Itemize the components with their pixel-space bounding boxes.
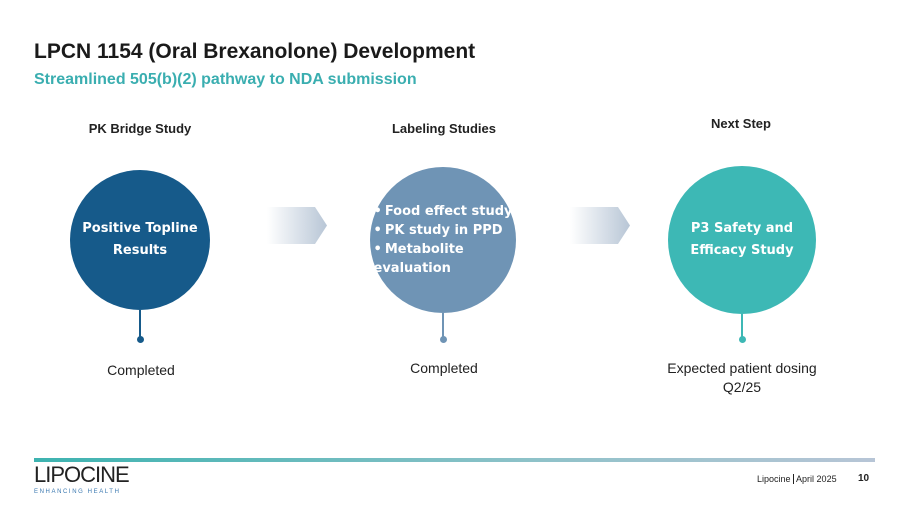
status-labeling: Completed <box>410 360 478 376</box>
stage-heading-next-step: Next Step <box>711 116 771 131</box>
stage-circle-next-step: P3 Safety and Efficacy Study <box>668 166 816 314</box>
lipocine-logo: LIPOCINE <box>34 462 130 487</box>
page-subtitle: Streamlined 505(b)(2) pathway to NDA sub… <box>34 71 417 88</box>
status-next-step: Expected patient dosing Q2/25 <box>667 360 825 395</box>
bullet: Metabolite evaluation <box>374 240 474 278</box>
arrow-chevron-icon <box>267 207 327 244</box>
circle-text: Positive Topline Results <box>82 221 198 258</box>
stem-dot <box>440 336 447 343</box>
stem-dot <box>137 336 144 343</box>
footer-company: Lipocine <box>757 474 791 484</box>
stem-line <box>741 314 743 340</box>
stage-circle-pk-bridge: Positive Topline Results <box>70 170 210 310</box>
footer-text: Lipocine April 2025 <box>757 474 837 485</box>
stem-line <box>442 313 444 340</box>
stage-circle-labeling: Food effect study PK study in PPD Metabo… <box>370 167 516 313</box>
stem-line <box>139 310 141 340</box>
labeling-bullets: Food effect study PK study in PPD Metabo… <box>374 202 513 278</box>
page-title: LPCN 1154 (Oral Brexanolone) Development <box>34 40 476 63</box>
stage-heading-pk-bridge: PK Bridge Study <box>88 121 192 136</box>
status-pk-bridge: Completed <box>107 362 175 378</box>
logo-tagline: ENHANCING HEALTH <box>34 489 121 495</box>
stage-heading-labeling: Labeling Studies <box>391 121 496 136</box>
bullet: Food effect study <box>374 202 513 221</box>
circle-text: P3 Safety and Efficacy Study <box>690 221 794 258</box>
footer-date: April 2025 <box>793 474 837 484</box>
page-number: 10 <box>858 473 870 484</box>
stem-dot <box>739 336 746 343</box>
footer-divider <box>34 458 875 462</box>
arrow-chevron-icon <box>570 207 630 244</box>
bullet: PK study in PPD <box>374 221 513 240</box>
